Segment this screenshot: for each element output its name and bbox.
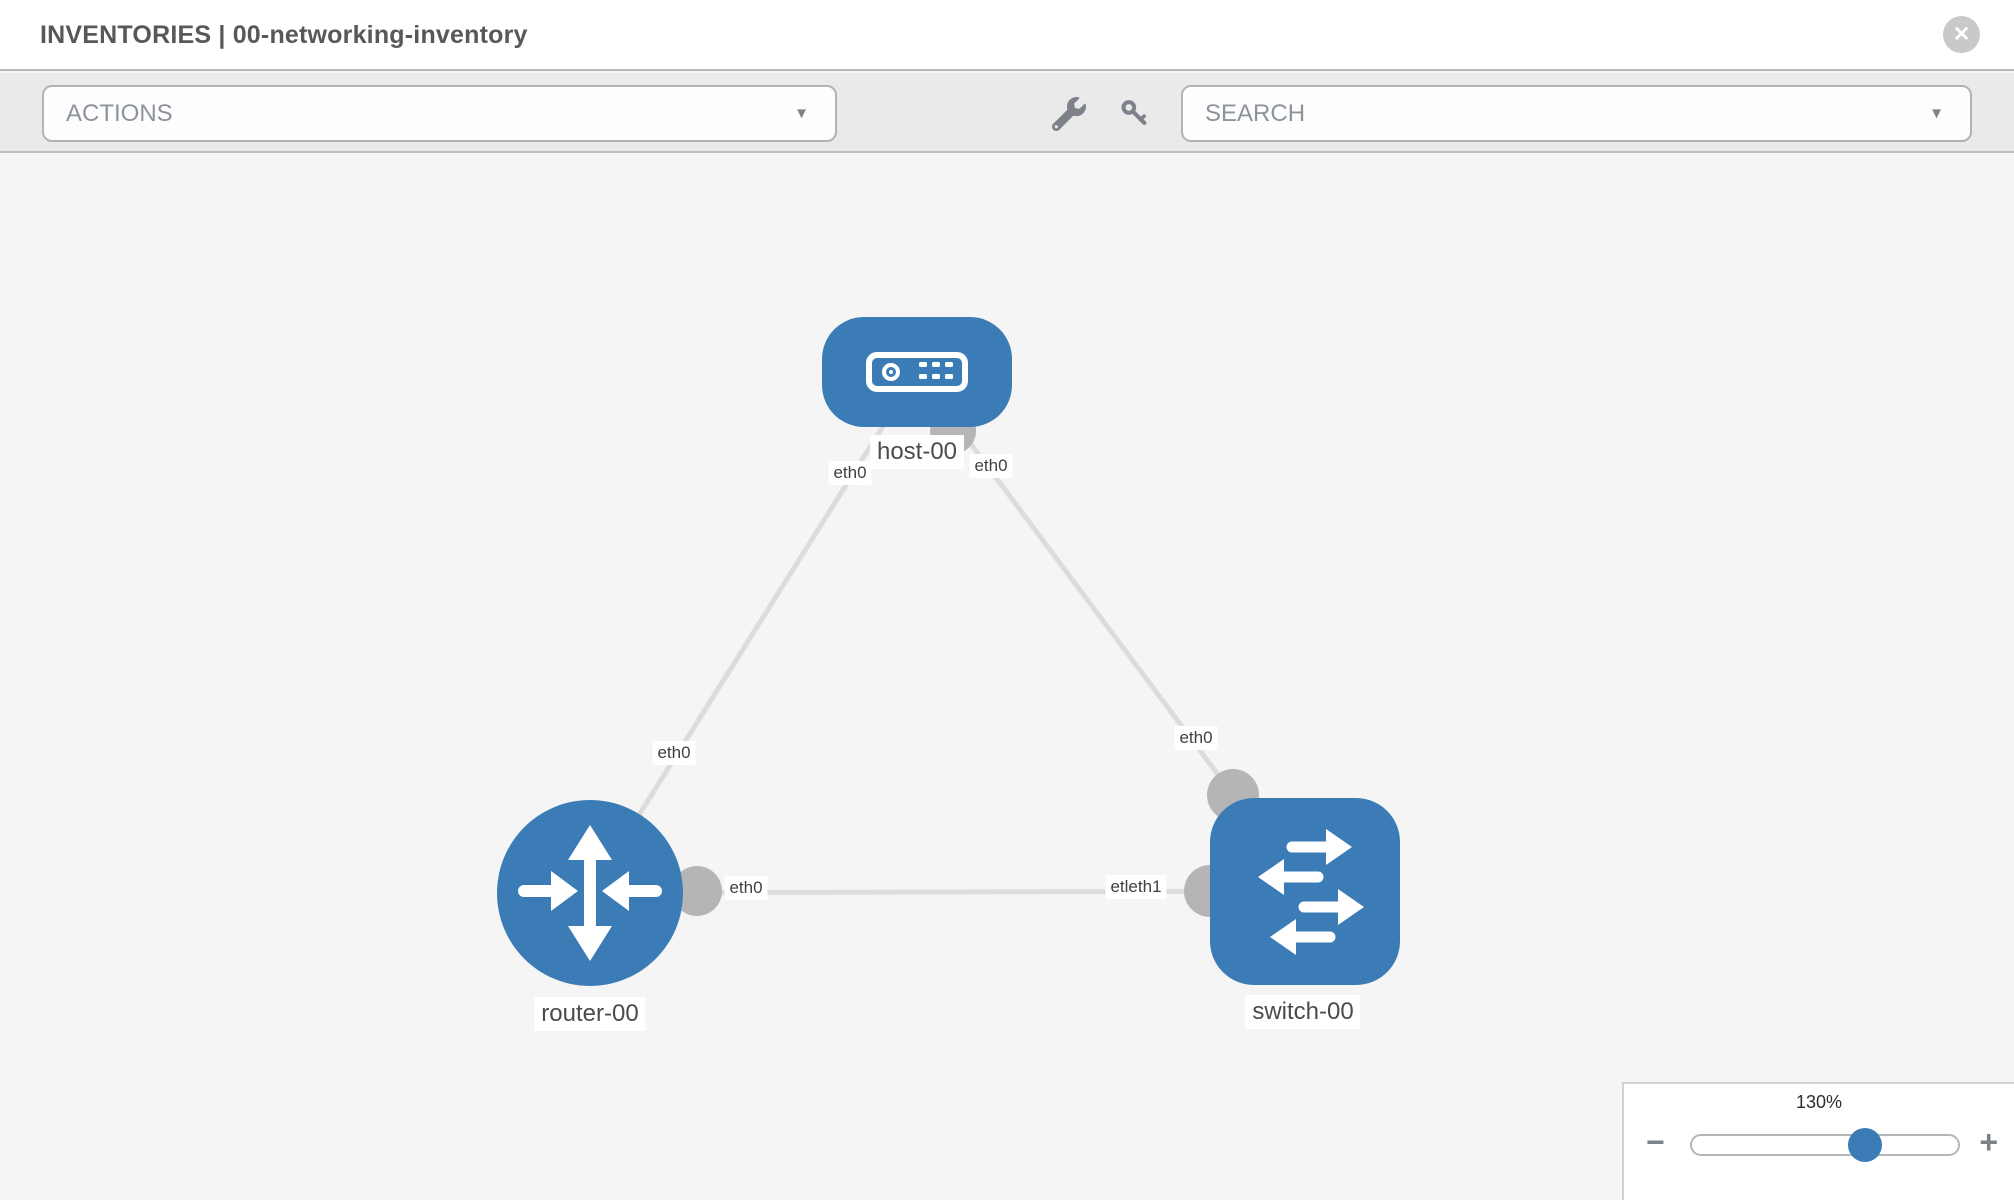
- topology-canvas[interactable]: host-00 router-00 switch-00 eth0 eth0 et…: [0, 153, 2014, 1200]
- iface-label-router-right: eth0: [724, 876, 768, 900]
- iface-label-host-left: eth0: [828, 461, 872, 485]
- plus-icon: +: [1979, 1124, 1998, 1160]
- iface-label-host-right: eth0: [969, 454, 1013, 478]
- zoom-slider-thumb[interactable]: [1848, 1128, 1882, 1162]
- iface-label-switch-left: etleth1: [1105, 875, 1167, 899]
- actions-dropdown[interactable]: ACTIONS ▼: [42, 85, 837, 142]
- key-icon[interactable]: [1118, 97, 1152, 131]
- header: INVENTORIES | 00-networking-inventory ✕: [0, 0, 2014, 71]
- iface-label-switch-top: eth0: [1174, 726, 1218, 750]
- close-button[interactable]: ✕: [1943, 16, 1980, 53]
- search-dropdown[interactable]: SEARCH ▼: [1181, 85, 1972, 142]
- toolbar: ACTIONS ▼ SEARCH ▼: [0, 73, 2014, 153]
- switch-icon: [1258, 829, 1364, 955]
- zoom-slider-track[interactable]: [1690, 1134, 1960, 1156]
- node-label-switch: switch-00: [1245, 995, 1361, 1029]
- interface-connector-router-right[interactable]: [672, 866, 722, 916]
- topology-graph: [497, 317, 1400, 986]
- link-host-router[interactable]: [587, 370, 920, 895]
- node-label-host: host-00: [869, 435, 965, 469]
- chevron-down-icon: ▼: [794, 105, 809, 122]
- chevron-down-icon: ▼: [1929, 105, 1944, 122]
- host-icon: [866, 352, 968, 392]
- minus-icon: −: [1646, 1124, 1665, 1160]
- router-icon: [518, 825, 662, 961]
- page-title: INVENTORIES | 00-networking-inventory: [40, 21, 528, 49]
- actions-dropdown-label: ACTIONS: [66, 99, 173, 127]
- zoom-control-panel: 130% − +: [1622, 1082, 2014, 1200]
- search-placeholder: SEARCH: [1205, 99, 1306, 127]
- iface-label-router-link: eth0: [652, 741, 696, 765]
- wrench-icon[interactable]: [1052, 97, 1086, 131]
- node-router-00[interactable]: [497, 800, 683, 986]
- zoom-level-value: 130%: [1795, 1092, 1843, 1112]
- node-switch-00[interactable]: [1210, 798, 1400, 985]
- zoom-in-button[interactable]: +: [1979, 1126, 1998, 1158]
- zoom-out-button[interactable]: −: [1646, 1126, 1665, 1158]
- node-label-router: router-00: [534, 997, 646, 1031]
- interface-connectors: [672, 408, 1259, 917]
- close-icon: ✕: [1952, 23, 1971, 46]
- node-host-00[interactable]: [822, 317, 1012, 427]
